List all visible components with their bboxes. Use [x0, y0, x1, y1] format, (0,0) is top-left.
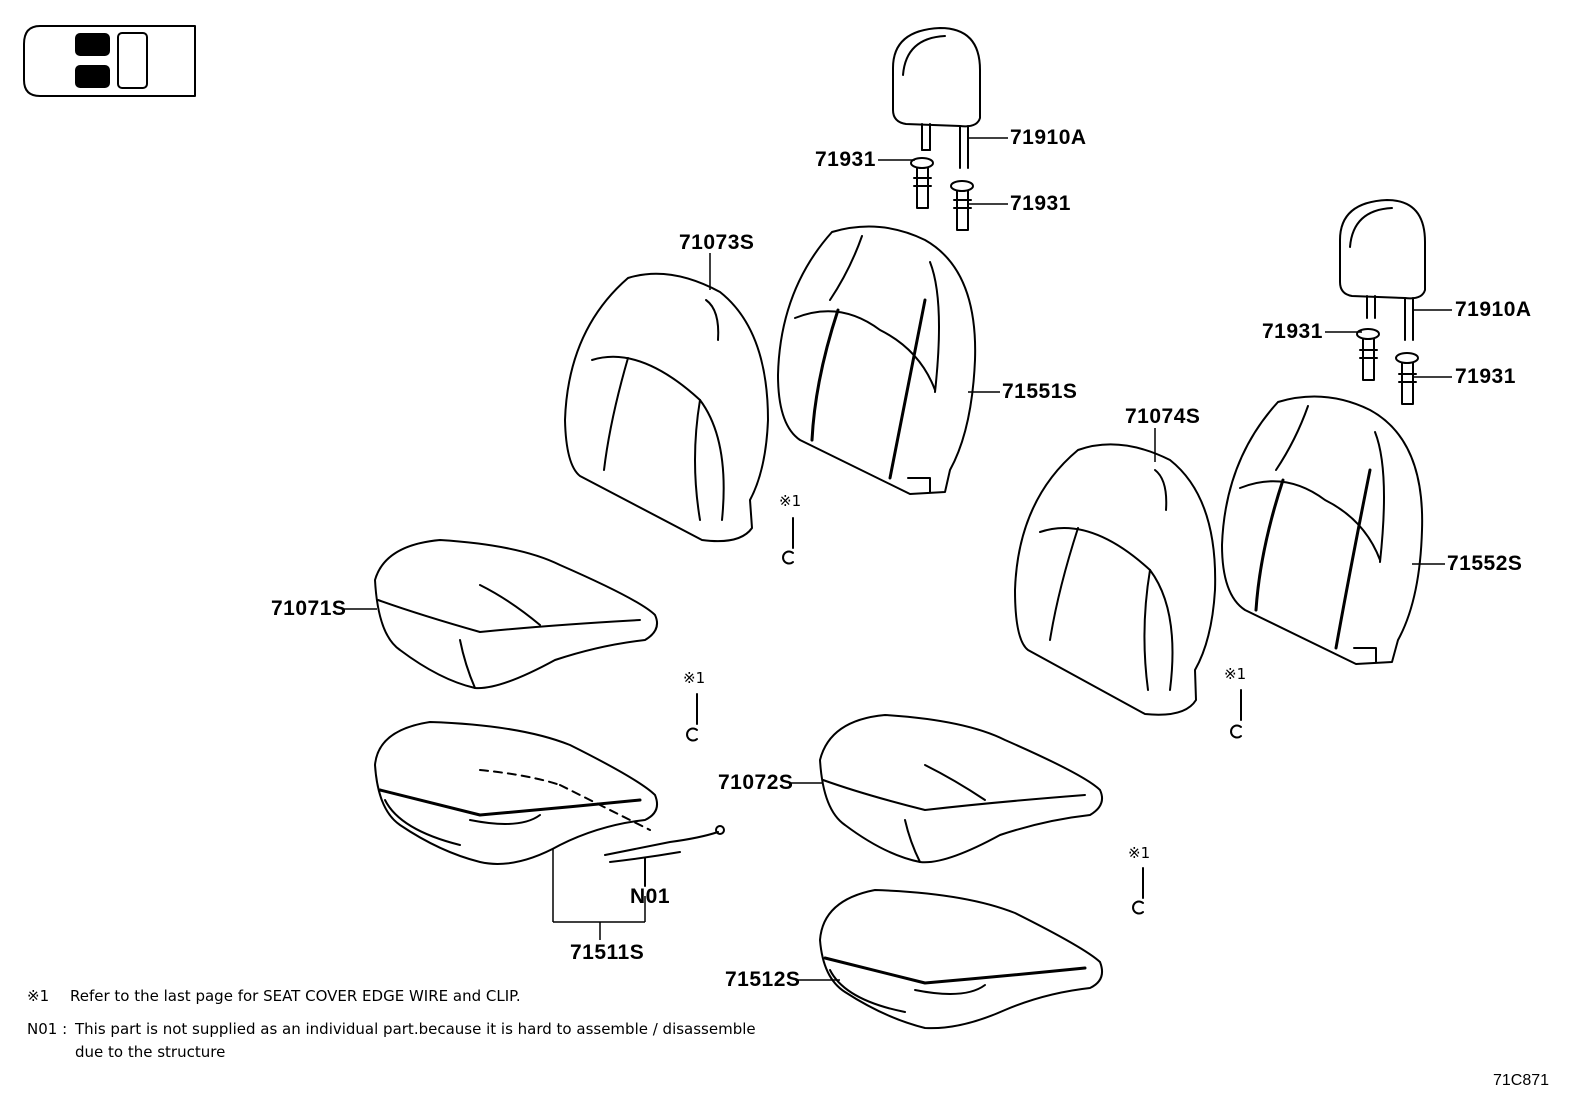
- note-2-text-line-2: due to the structure: [75, 1043, 226, 1061]
- note-2-key: N01 :: [27, 1020, 68, 1038]
- seatback-cover-right-drawing: [564, 272, 769, 543]
- part-number-seatback-cover-left[interactable]: 71074S: [1125, 405, 1201, 428]
- note-1-text: Refer to the last page for SEAT COVER ED…: [70, 987, 521, 1005]
- seatback-pad-left-drawing: [1221, 395, 1424, 665]
- part-number-seatback-pad-right[interactable]: 71551S: [1002, 380, 1078, 403]
- part-number-seatback-cover-right[interactable]: 71073S: [679, 231, 755, 254]
- seatback-pad-right-drawing: [777, 225, 977, 495]
- part-number-guide-rear-left[interactable]: 71931: [1262, 320, 1323, 343]
- note-2-text-line-1: This part is not supplied as an individu…: [75, 1020, 756, 1038]
- part-number-guide-front-left[interactable]: 71931: [815, 148, 876, 171]
- reference-mark: ※1: [1128, 844, 1151, 862]
- cushion-pad-left-drawing: [819, 889, 1103, 1030]
- reference-mark: ※1: [1224, 665, 1247, 683]
- part-number-guide-front-right[interactable]: 71931: [1010, 192, 1071, 215]
- note-1-key: ※1: [27, 987, 50, 1005]
- headrest-front-drawing: [892, 27, 981, 231]
- reference-mark: ※1: [779, 492, 802, 510]
- part-number-cushion-cover-left[interactable]: 71072S: [718, 771, 794, 794]
- part-number-guide-rear-right[interactable]: 71931: [1455, 365, 1516, 388]
- part-number-cushion-cover-right[interactable]: 71071S: [271, 597, 347, 620]
- reference-mark: ※1: [683, 669, 706, 687]
- sensor-wire-drawing: [604, 825, 725, 887]
- part-number-seatback-pad-left[interactable]: 71552S: [1447, 552, 1523, 575]
- cushion-cover-right-drawing: [374, 539, 658, 690]
- seatback-cover-left-drawing: [1014, 443, 1217, 716]
- part-number-sensor-wire[interactable]: N01: [630, 885, 671, 908]
- part-number-headrest-rear[interactable]: 71910A: [1455, 298, 1532, 321]
- cushion-cover-left-drawing: [819, 714, 1103, 864]
- part-number-cushion-pad-left[interactable]: 71512S: [725, 968, 801, 991]
- headrest-rear-drawing: [1339, 199, 1426, 405]
- vehicle-seat-location-icon: [23, 25, 196, 97]
- part-number-headrest-front[interactable]: 71910A: [1010, 126, 1087, 149]
- figure-code: 71C871: [1493, 1072, 1550, 1089]
- cushion-pad-right-drawing: [374, 721, 658, 865]
- part-number-cushion-pad-right[interactable]: 71511S: [570, 941, 645, 964]
